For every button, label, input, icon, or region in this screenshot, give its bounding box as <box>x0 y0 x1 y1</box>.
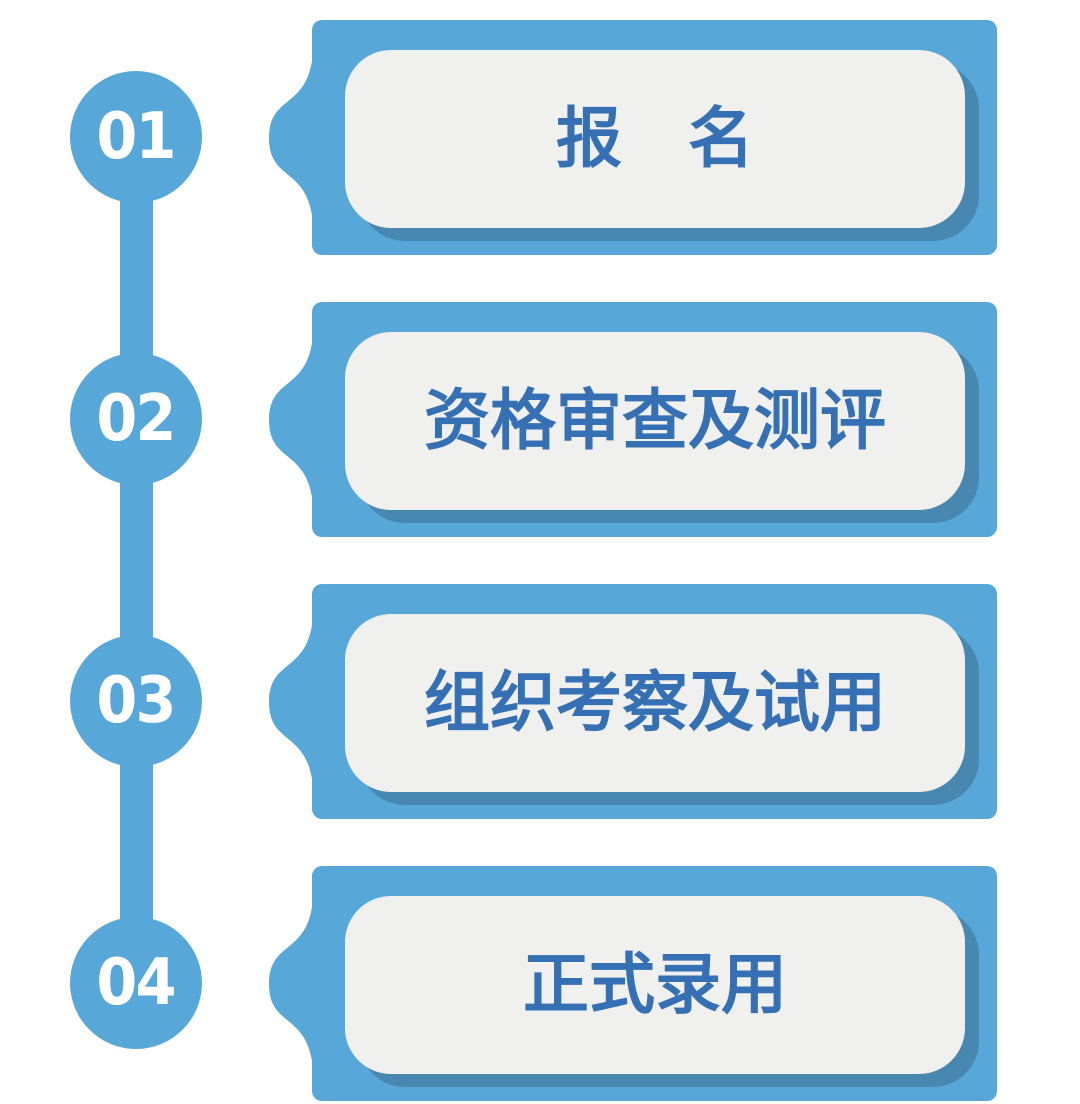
step-1-circle: 01 <box>70 71 202 203</box>
card-notch-icon <box>269 334 313 505</box>
step-2-label: 资格审查及测评 <box>424 382 886 459</box>
step-3-panel: 组织考察及试用 <box>345 614 965 792</box>
step-3-number: 03 <box>96 664 177 738</box>
step-4-label: 正式录用 <box>523 946 787 1023</box>
step-4-circle: 04 <box>70 917 202 1049</box>
step-1-label: 报 名 <box>556 100 754 177</box>
step-1-card: 报 名 <box>269 20 997 255</box>
step-3-card: 组织考察及试用 <box>269 584 997 819</box>
step-2-card: 资格审查及测评 <box>269 302 997 537</box>
card-notch-icon <box>269 898 313 1069</box>
step-2-panel: 资格审查及测评 <box>345 332 965 510</box>
timeline-line <box>120 137 153 983</box>
card-notch-icon <box>269 52 313 223</box>
step-1-number: 01 <box>96 100 177 174</box>
step-4-card: 正式录用 <box>269 866 997 1101</box>
step-3-circle: 03 <box>70 635 202 767</box>
step-3-label: 组织考察及试用 <box>424 664 886 741</box>
card-notch-icon <box>269 616 313 787</box>
step-4-panel: 正式录用 <box>345 896 965 1074</box>
step-2-circle: 02 <box>70 353 202 485</box>
step-1-panel: 报 名 <box>345 50 965 228</box>
step-2-number: 02 <box>96 382 177 456</box>
step-4-number: 04 <box>96 946 177 1020</box>
